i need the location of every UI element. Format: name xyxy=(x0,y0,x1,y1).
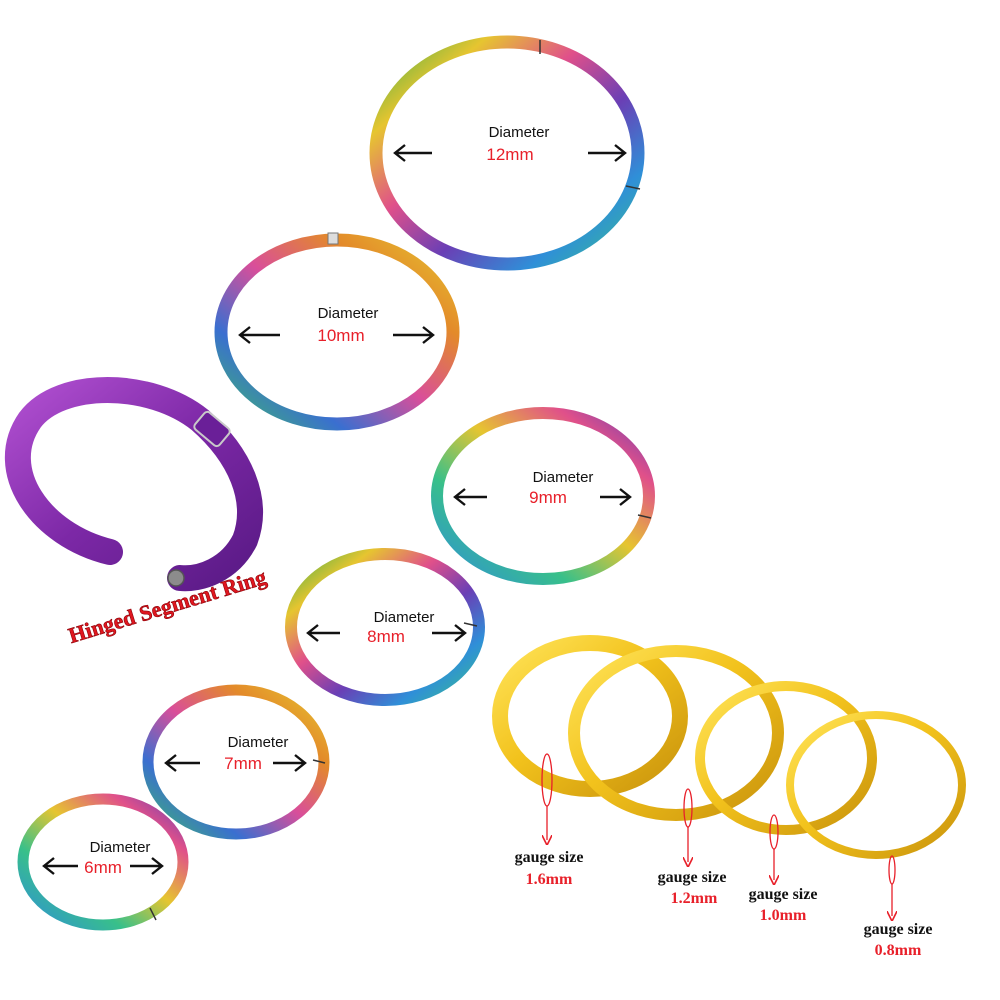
hinged-segment-ring xyxy=(5,377,263,592)
diameter-label-8mm: Diameter 8mm xyxy=(367,609,434,646)
gauge-label: gauge size xyxy=(749,886,818,903)
gold-ring-1.6mm xyxy=(492,635,688,797)
gauge-label-1.6mm: gauge size 1.6mm xyxy=(515,849,584,888)
gold-ring-0.8mm xyxy=(786,711,966,859)
diameter-value: 10mm xyxy=(317,326,364,345)
diameter-value: 6mm xyxy=(84,858,122,877)
gauge-label-1.0mm: gauge size 1.0mm xyxy=(749,886,818,924)
diameter-label-9mm: Diameter 9mm xyxy=(529,469,593,507)
gold-ring-1.0mm xyxy=(695,681,877,835)
gauge-value: 1.6mm xyxy=(526,871,573,888)
ring-10mm xyxy=(214,232,460,431)
gauge-value: 1.2mm xyxy=(671,890,718,907)
diameter-value: 8mm xyxy=(367,627,405,646)
diameter-label-7mm: Diameter 7mm xyxy=(224,734,288,773)
diameter-value: 7mm xyxy=(224,754,262,773)
diameter-arrows xyxy=(42,144,632,875)
ring-6mm xyxy=(17,793,189,931)
diameter-label: Diameter xyxy=(374,609,435,626)
diameter-label-6mm: Diameter 6mm xyxy=(84,839,150,877)
gauge-value: 0.8mm xyxy=(875,942,922,959)
diameter-value: 12mm xyxy=(486,145,533,164)
gauge-label-1.2mm: gauge size 1.2mm xyxy=(658,869,727,907)
diameter-label: Diameter xyxy=(90,839,151,856)
diameter-value: 9mm xyxy=(529,488,567,507)
ring-12mm xyxy=(369,35,645,271)
diameter-label: Diameter xyxy=(318,305,379,322)
diameter-label: Diameter xyxy=(533,469,594,486)
diameter-label: Diameter xyxy=(489,124,550,141)
gauge-label: gauge size xyxy=(515,849,584,866)
gauge-label: gauge size xyxy=(864,921,933,938)
gauge-label-0.8mm: gauge size 0.8mm xyxy=(864,921,933,959)
gauge-label: gauge size xyxy=(658,869,727,886)
ring-9mm xyxy=(431,407,655,585)
gauge-value: 1.0mm xyxy=(760,907,807,924)
ring-8mm xyxy=(285,548,485,706)
gold-ring-1.2mm xyxy=(568,645,784,821)
diameter-label: Diameter xyxy=(228,734,289,751)
diameter-label-10mm: Diameter 10mm xyxy=(317,305,378,345)
diameter-label-12mm: Diameter 12mm xyxy=(486,124,549,164)
gauge-arrows xyxy=(541,753,895,916)
ring-7mm xyxy=(142,684,330,840)
